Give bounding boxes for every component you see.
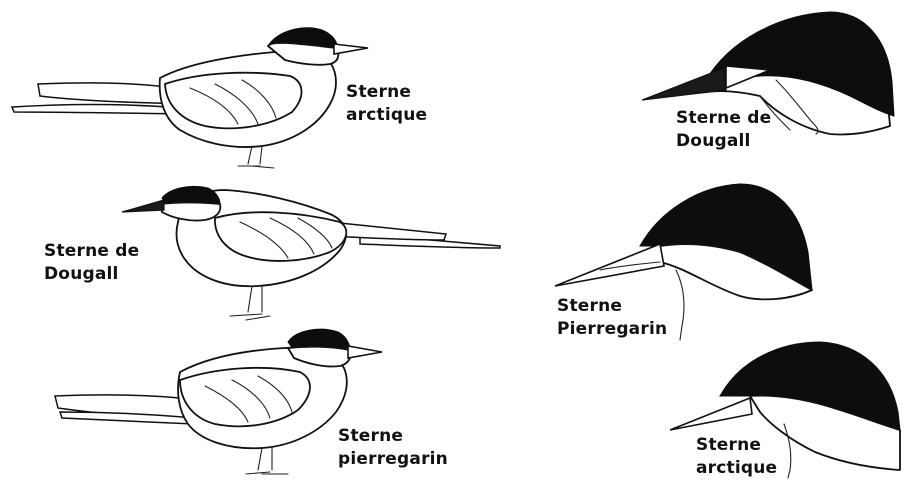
label-roseate-tern-head: Sterne de Dougall [676, 107, 771, 153]
label-common-tern-full: Sterne pierregarin [338, 425, 448, 471]
label-line: Sterne [338, 425, 448, 448]
label-arctic-tern-full: Sterne arctique [346, 81, 427, 127]
label-line: Sterne [346, 81, 427, 104]
common-tern-full-body-drawing [55, 329, 382, 474]
label-line: Dougall [676, 130, 771, 153]
label-line: Sterne [557, 295, 667, 318]
label-line: arctique [696, 457, 777, 480]
label-line: Pierregarin [557, 318, 667, 341]
label-line: Dougall [44, 263, 139, 286]
label-common-tern-head: Sterne Pierregarin [557, 295, 667, 341]
label-line: pierregarin [338, 448, 448, 471]
roseate-tern-full-body-drawing [122, 186, 500, 320]
arctic-tern-full-body-drawing [12, 28, 368, 168]
label-arctic-tern-head: Sterne arctique [696, 434, 777, 480]
label-line: Sterne [696, 434, 777, 457]
label-roseate-tern-full: Sterne de Dougall [44, 240, 139, 286]
label-line: arctique [346, 104, 427, 127]
label-line: Sterne de [676, 107, 771, 130]
label-line: Sterne de [44, 240, 139, 263]
